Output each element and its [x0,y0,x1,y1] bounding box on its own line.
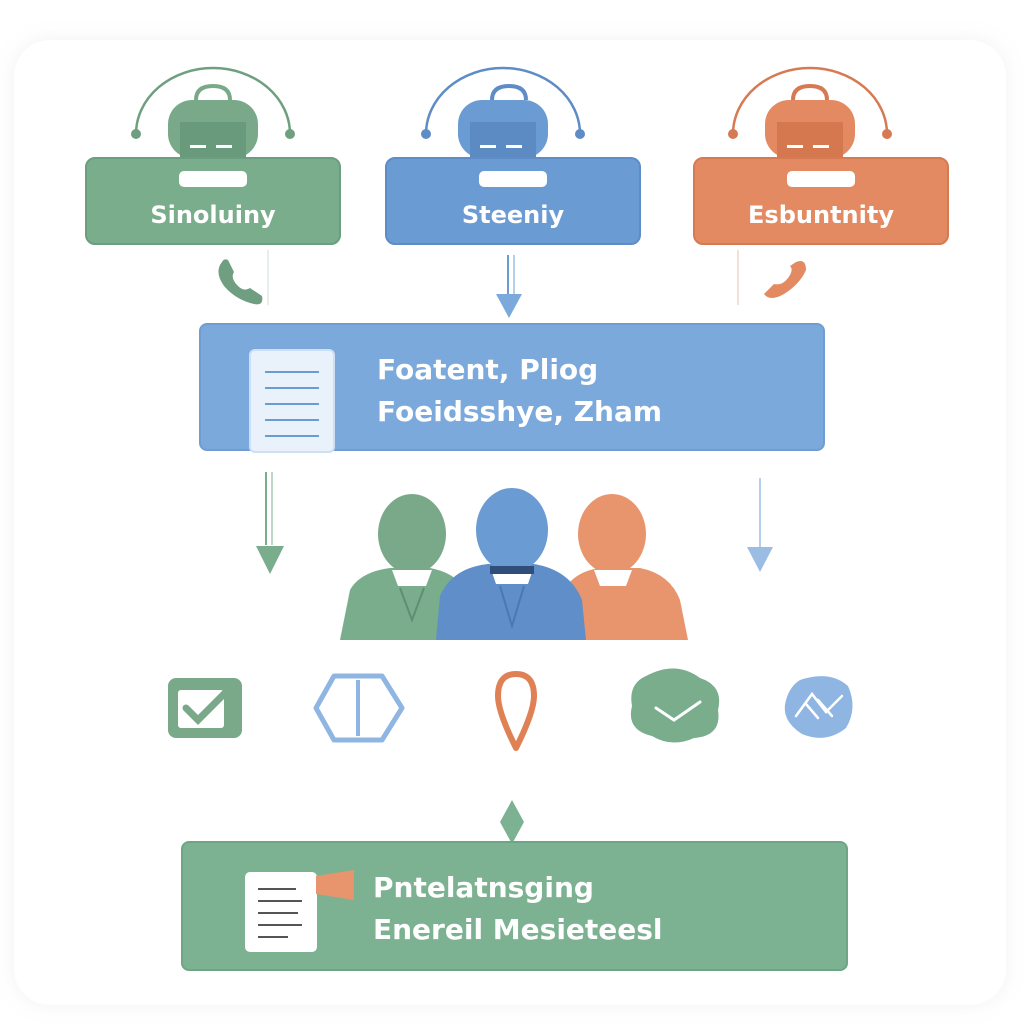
shield-icon [313,673,405,743]
central-line-1: Foatent, Pliog [377,353,599,386]
central-process-box: Foatent, Pliog Foeidsshye, Zham [199,323,825,453]
diamond-connector [500,800,524,844]
central-text: Foatent, Pliog Foeidsshye, Zham [377,349,662,433]
down-arrow-icon [496,255,522,318]
handshake-icon [784,676,853,738]
node-esbuntnity: Esbuntnity [693,157,949,245]
document-icon [249,349,335,453]
down-arrow-icon [256,472,284,574]
down-arrow-icon [747,478,773,572]
document-icon [245,872,317,952]
node-sinoluiny: Sinoluiny [85,157,341,245]
node-pill [179,171,247,187]
node-steeniy: Steeniy [385,157,641,245]
phone-icon [218,259,263,305]
node-label: Sinoluiny [150,201,276,229]
node-label: Esbuntnity [748,201,894,229]
cloud-check-icon [630,668,720,743]
headset-icon [728,66,892,164]
node-pill [479,171,547,187]
checkbox-icon [168,678,242,738]
phone-icon [764,261,806,298]
node-label: Steeniy [461,201,565,229]
people-group-icon [340,488,688,640]
bottom-line-2: Enereil Mesieteesl [373,913,663,946]
bottom-output-box: Pntelatnsging Enereil Mesieteesl [181,841,848,971]
bottom-text: Pntelatnsging Enereil Mesieteesl [373,867,663,951]
bottom-line-1: Pntelatnsging [373,871,594,904]
location-pin-icon [495,671,537,751]
central-line-2: Foeidsshye, Zham [377,395,663,428]
node-pill [787,171,855,187]
flag-icon [316,870,354,900]
